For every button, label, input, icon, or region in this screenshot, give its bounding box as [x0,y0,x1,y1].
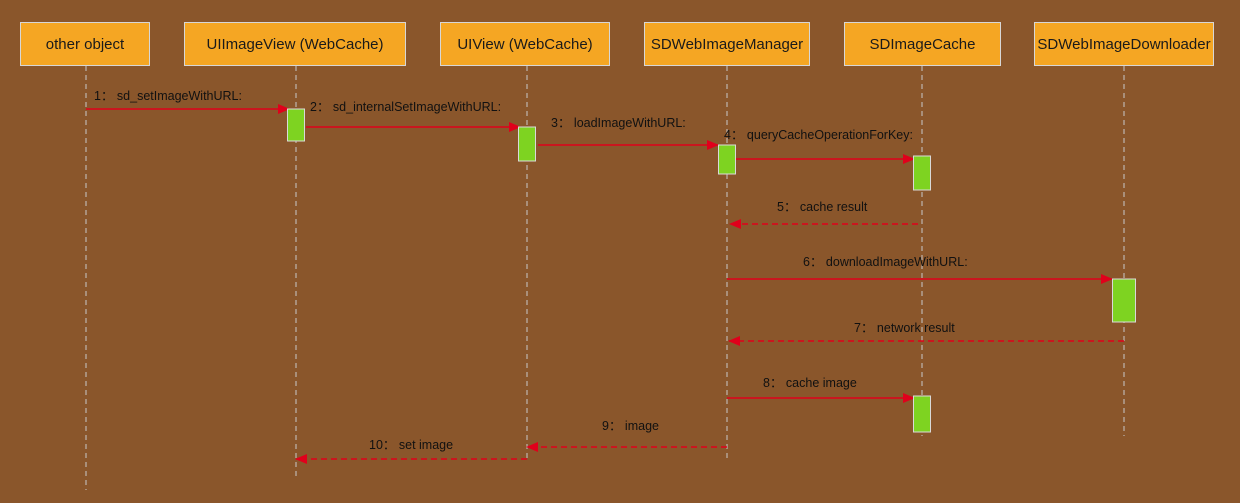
message-label-10: 10： set image [369,438,453,452]
message-label-8: 8： cache image [763,376,857,390]
participant-cache: SDImageCache [844,22,1001,66]
message-label-3: 3： loadImageWithURL: [551,116,686,130]
participant-uiview: UIView (WebCache) [440,22,610,66]
activation-bar-manager-2 [718,144,736,175]
activation-bar-downloader-4 [1112,278,1136,323]
message-label-5: 5： cache result [777,200,868,214]
message-label-2: 2： sd_internalSetImageWithURL: [310,100,501,114]
message-label-7: 7： network result [854,321,955,335]
activation-bar-imageview-0 [287,108,305,142]
activation-bar-cache-5 [913,395,931,433]
activation-bar-cache-3 [913,155,931,191]
participant-imageview: UIImageView (WebCache) [184,22,406,66]
activation-bar-uiview-1 [518,126,536,162]
message-label-9: 9： image [602,419,659,433]
message-label-1: 1： sd_setImageWithURL: [94,89,242,103]
participant-other: other object [20,22,150,66]
participant-manager: SDWebImageManager [644,22,810,66]
message-label-4: 4： queryCacheOperationForKey: [724,128,913,142]
message-label-6: 6： downloadImageWithURL: [803,255,968,269]
participant-downloader: SDWebImageDownloader [1034,22,1214,66]
